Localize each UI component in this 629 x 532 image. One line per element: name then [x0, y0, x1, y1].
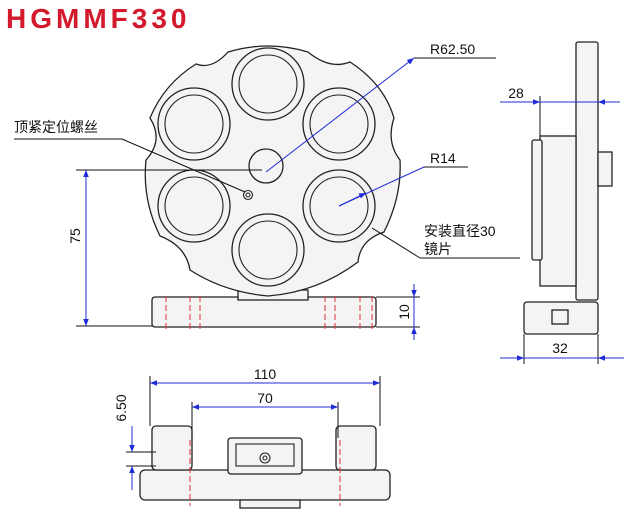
- mount-diameter-label-2: 镜片: [424, 241, 452, 257]
- bottom-screw-core: [262, 455, 268, 461]
- front-view: [144, 45, 401, 330]
- lens-hole-inner: [309, 176, 369, 236]
- lens-hole: [231, 213, 305, 287]
- side-width-label: 32: [552, 340, 568, 356]
- bottom-hub-face: [235, 443, 295, 467]
- r62-leader: [265, 57, 415, 173]
- slot-offset-label: 6.50: [113, 394, 129, 421]
- lens-hole-inner: [164, 94, 224, 154]
- set-screw-leader: [121, 138, 246, 193]
- bottom-foot: [239, 499, 301, 509]
- bottom-slot-right: [335, 425, 377, 471]
- lens-hole-inner: [164, 176, 224, 236]
- base-length-label: 110: [254, 366, 277, 382]
- lens-hole: [302, 87, 376, 161]
- set-screw-core: [245, 192, 251, 198]
- set-screw-label: 顶紧定位螺丝: [14, 119, 98, 135]
- side-plate: [575, 41, 599, 301]
- lens-hole: [157, 87, 231, 161]
- set-screw: [242, 189, 254, 201]
- base-thickness-label: 10: [396, 304, 412, 320]
- center-height-label: 75: [67, 228, 83, 244]
- side-view: [523, 41, 613, 335]
- mount-leader: [371, 227, 421, 259]
- side-wheel-section: [539, 135, 577, 287]
- side-base-screw: [551, 309, 569, 325]
- center-hole: [248, 148, 284, 184]
- mount-diameter-label: 安装直径30: [424, 223, 496, 239]
- lens-hole-inner: [309, 94, 369, 154]
- bottom-view: [139, 425, 391, 509]
- r14-arrow: [338, 192, 367, 207]
- side-wheel-rim: [531, 139, 543, 261]
- lens-hole-inner: [238, 220, 298, 280]
- product-title: HGMMF330: [6, 3, 190, 34]
- side-knob: [597, 151, 613, 187]
- lens-hole: [231, 47, 305, 121]
- side-depth-label: 28: [508, 85, 524, 101]
- lens-holes: [157, 47, 376, 287]
- base-plate: [151, 296, 377, 328]
- lens-hole-inner: [238, 54, 298, 114]
- slot-spacing-label: 70: [257, 390, 273, 406]
- outer-radius-label: R62.50: [430, 41, 475, 57]
- hole-radius-label: R14: [430, 150, 456, 166]
- bottom-screw: [259, 452, 271, 464]
- bottom-slot-left: [151, 425, 193, 471]
